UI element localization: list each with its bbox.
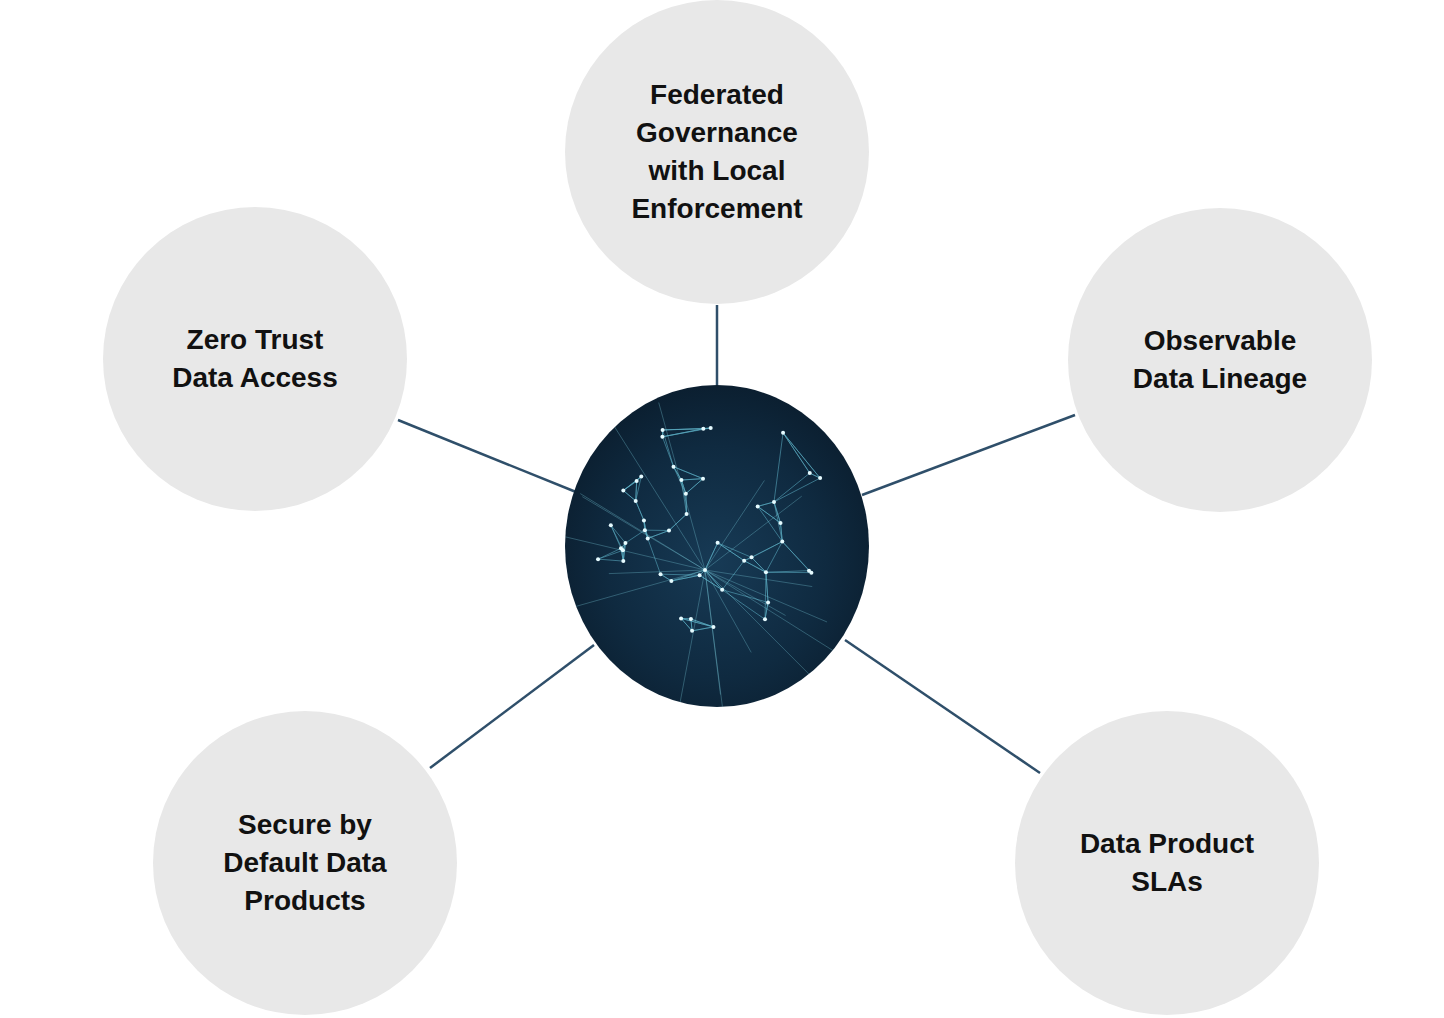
concept-label: Observable Data Lineage — [1115, 322, 1325, 398]
concept-circle: Zero Trust Data Access — [103, 207, 407, 511]
hub-circle — [565, 385, 869, 707]
concept-circle: Observable Data Lineage — [1068, 208, 1372, 512]
concept-label: Data Product SLAs — [1057, 825, 1277, 901]
concept-circle: Secure by Default Data Products — [153, 711, 457, 1015]
concept-label: Federated Governance with Local Enforcem… — [607, 76, 827, 228]
concept-circle: Federated Governance with Local Enforcem… — [565, 0, 869, 304]
concept-label: Zero Trust Data Access — [155, 321, 355, 397]
network-mesh — [518, 403, 882, 759]
spoke-lines — [398, 305, 1075, 773]
concept-circle: Data Product SLAs — [1015, 711, 1319, 1015]
concept-label: Secure by Default Data Products — [205, 806, 405, 920]
